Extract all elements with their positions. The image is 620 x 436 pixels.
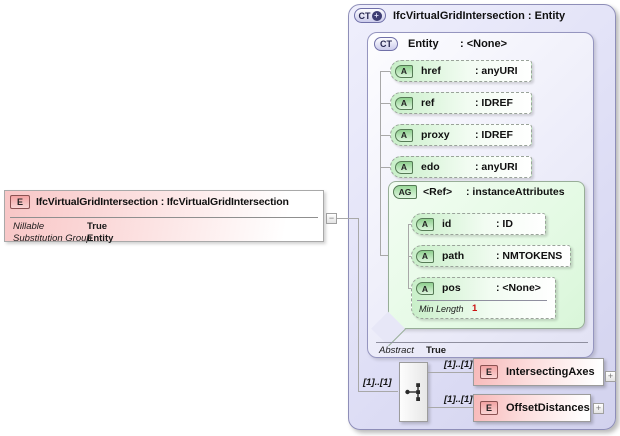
connector-stub	[380, 255, 388, 256]
connector-stub	[408, 288, 411, 289]
nillable-value: True	[87, 221, 108, 232]
element-properties: Nillable True Substitution Group Entity	[13, 221, 113, 244]
element-title-row: E IfcVirtualGridIntersection : IfcVirtua…	[5, 191, 323, 209]
connector-line	[337, 218, 358, 219]
attribute-tree-line	[380, 71, 381, 256]
base-type-header: CT Entity : <None>	[374, 37, 507, 51]
attribute-name: href	[421, 65, 441, 77]
attribute-id[interactable]: A id : ID	[411, 213, 546, 235]
attribute-type: : IDREF	[475, 97, 513, 109]
element-name: IntersectingAxes	[506, 366, 595, 378]
element-badge: E	[480, 401, 498, 415]
abstract-value: True	[426, 345, 447, 356]
complex-type-title: IfcVirtualGridIntersection : Entity	[393, 9, 566, 22]
complex-type-badge-label: CT	[358, 10, 371, 21]
attribute-type: : ID	[496, 218, 513, 230]
substitution-group-value: Entity	[87, 233, 114, 244]
element-box-intersectingaxes[interactable]: E IntersectingAxes	[473, 358, 604, 386]
min-length-value: 1	[472, 303, 478, 314]
element-badge: E	[480, 365, 498, 379]
attribute-badge: A	[416, 217, 434, 231]
attribute-type: : anyURI	[475, 65, 518, 77]
element-divider	[10, 217, 318, 218]
connector-stub	[380, 135, 390, 136]
sequence-cardinality: [1]..[1]	[363, 377, 392, 388]
connector-stub	[408, 224, 411, 225]
complex-type-box[interactable]: CT + IfcVirtualGridIntersection : Entity…	[348, 4, 616, 430]
base-type-badge: CT	[374, 37, 398, 51]
attribute-type: : IDREF	[475, 129, 513, 141]
attribute-group-instanceattributes[interactable]: AG <Ref> : instanceAttributes A id : ID …	[371, 181, 585, 347]
min-length-label: Min Length	[419, 304, 464, 314]
attribute-name: ref	[421, 97, 435, 109]
attribute-name: path	[442, 250, 465, 262]
collapse-toggle[interactable]: −	[326, 213, 337, 224]
attribute-type: : NMTOKENS	[496, 250, 563, 262]
attribute-name: edo	[421, 161, 440, 173]
abstract-label: Abstract	[379, 345, 414, 356]
attribute-badge: A	[395, 128, 413, 142]
child-cardinality: [1]..[1]	[444, 359, 473, 370]
connector-stub	[380, 167, 390, 168]
attribute-group-header: AG <Ref> : instanceAttributes	[393, 185, 565, 199]
child-cardinality: [1]..[1]	[444, 394, 473, 405]
element-title: IfcVirtualGridIntersection : IfcVirtualG…	[36, 196, 289, 208]
attribute-edo[interactable]: A edo : anyURI	[390, 156, 532, 178]
attribute-name: proxy	[421, 129, 450, 141]
attribute-badge: A	[395, 160, 413, 174]
element-badge: E	[10, 195, 30, 209]
attribute-type: : anyURI	[475, 161, 518, 173]
connector-stub	[408, 256, 411, 257]
element-box-ifcvirtualgridintersection[interactable]: E IfcVirtualGridIntersection : IfcVirtua…	[4, 190, 324, 244]
attribute-type: : <None>	[496, 282, 541, 294]
attribute-ref[interactable]: A ref : IDREF	[390, 92, 532, 114]
footer-divider	[376, 342, 588, 343]
attribute-badge: A	[416, 282, 434, 295]
sequence-icon	[404, 383, 420, 401]
connector-line	[358, 218, 359, 392]
attribute-href[interactable]: A href : anyURI	[390, 60, 532, 82]
expand-toggle-intersectingaxes[interactable]: +	[605, 371, 616, 382]
connector-stub	[380, 103, 390, 104]
attribute-badge: A	[416, 249, 434, 263]
base-type-type: : <None>	[460, 38, 508, 50]
complex-type-header: CT + IfcVirtualGridIntersection : Entity	[354, 8, 565, 23]
element-box-offsetdistances[interactable]: E OffsetDistances	[473, 394, 591, 422]
expand-toggle-offsetdistances[interactable]: +	[593, 403, 604, 414]
substitution-group-label: Substitution Group	[13, 233, 92, 244]
sequence-compositor[interactable]	[399, 362, 428, 422]
element-name: OffsetDistances	[506, 402, 590, 414]
base-type-box-entity[interactable]: CT Entity : <None> A href : anyURI A ref…	[367, 32, 594, 358]
connector-line	[428, 407, 473, 408]
attribute-group-badge: AG	[393, 185, 417, 199]
complex-type-badge: CT +	[354, 8, 386, 23]
expand-plus-icon[interactable]: +	[371, 10, 382, 21]
attribute-badge: A	[395, 64, 413, 78]
attribute-group-type: : instanceAttributes	[466, 186, 565, 198]
attribute-pos[interactable]: A pos : <None> Min Length 1	[411, 277, 556, 319]
connector-line	[428, 372, 473, 373]
base-type-name: Entity	[408, 38, 439, 50]
attribute-proxy[interactable]: A proxy : IDREF	[390, 124, 532, 146]
connector-line	[358, 391, 398, 392]
connector-stub	[380, 71, 390, 72]
attribute-group-name: <Ref>	[423, 186, 453, 198]
facet-divider	[417, 300, 547, 301]
nillable-label: Nillable	[13, 221, 45, 232]
attribute-name: id	[442, 218, 452, 230]
attribute-path[interactable]: A path : NMTOKENS	[411, 245, 571, 267]
attribute-badge: A	[395, 96, 413, 110]
attribute-name: pos	[442, 282, 461, 294]
